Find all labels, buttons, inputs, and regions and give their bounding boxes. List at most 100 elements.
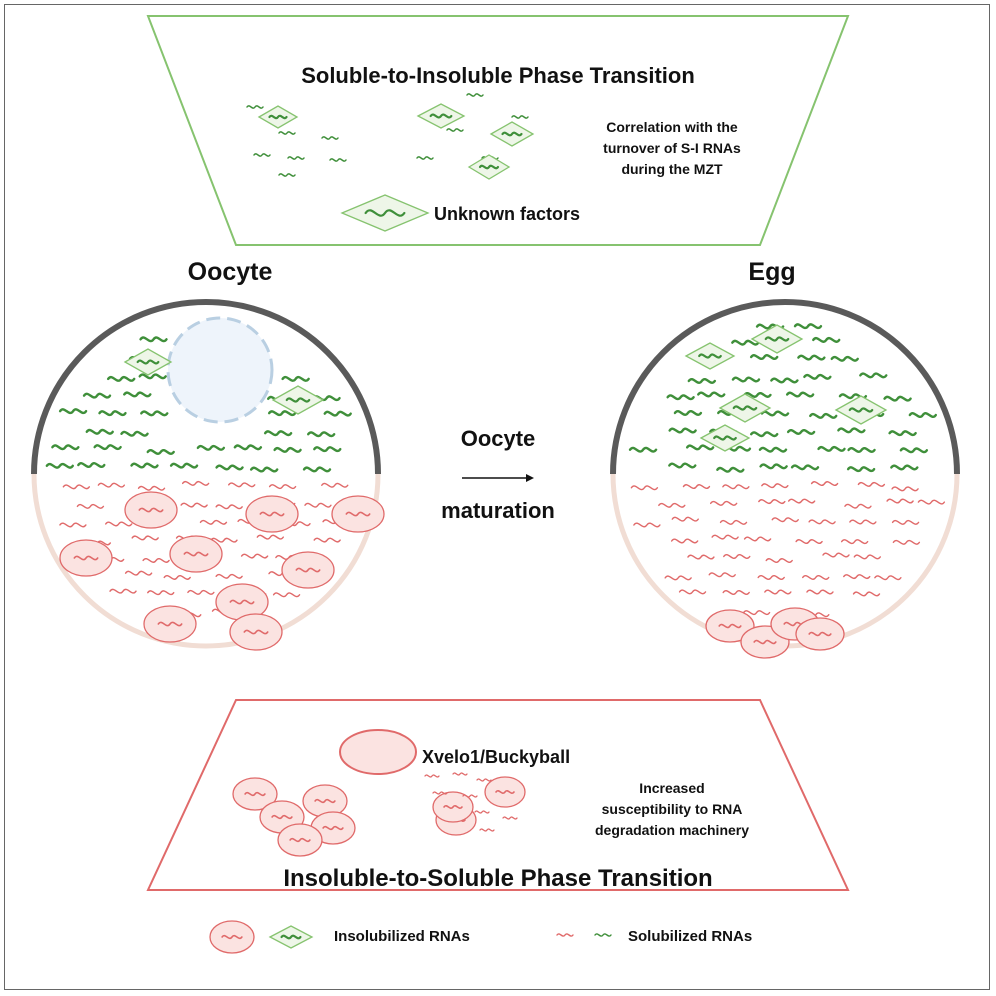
xvelo1-condensate (331, 495, 385, 533)
insoluble-granule-diamond (718, 393, 772, 423)
rna-strand (742, 610, 771, 616)
oocyte-cell (31, 299, 385, 651)
insoluble-granule-diamond (271, 385, 325, 415)
rna-strand (364, 209, 406, 217)
rna-strand (307, 431, 336, 438)
rna-strand (263, 430, 293, 437)
rna-strand (711, 534, 739, 540)
rna-strand (268, 114, 288, 120)
rna-strand (313, 537, 341, 543)
rna-strand (732, 405, 758, 411)
rna-strand (157, 621, 183, 627)
rna-strand (416, 156, 434, 160)
maturation-arrow-head (526, 474, 534, 482)
rna-strand (853, 554, 882, 560)
note-line: degradation machinery (594, 822, 750, 838)
rna-strand (840, 539, 869, 545)
rna-strand (859, 372, 888, 379)
xvelo1-condensate (245, 495, 299, 533)
top-panel-title: Soluble-to-Insoluble Phase Transition (301, 63, 695, 88)
rna-strand (62, 484, 91, 490)
rna-strand (760, 410, 790, 417)
insoluble-granule-diamond (123, 348, 173, 376)
rna-strand (886, 498, 914, 504)
xvelo-label: Xvelo1/Buckyball (422, 747, 571, 767)
rna-strand (210, 537, 238, 543)
rna-strand (45, 462, 75, 469)
rna-strand (313, 446, 342, 453)
membrane-animal-half (610, 299, 960, 475)
rna-strand (502, 816, 518, 820)
rna-strand (803, 373, 832, 380)
rna-strand (847, 447, 876, 453)
rna-strand (764, 336, 790, 342)
rna-strand (874, 575, 902, 581)
rna-strand (215, 464, 244, 471)
rna-strand (130, 462, 159, 469)
note-line: susceptibility to RNA (601, 801, 743, 817)
rna-strand (857, 481, 886, 487)
xvelo1-condensate (143, 605, 197, 643)
rna-strand (793, 323, 823, 330)
rna-strand (806, 589, 834, 595)
xvelo1-condensate (232, 777, 278, 811)
rna-strand (666, 394, 695, 401)
legend-green-strand (594, 933, 612, 937)
rna-strand (140, 410, 169, 417)
rna-strand (51, 444, 80, 451)
legend-group (209, 920, 612, 954)
xvelo1-condensate (169, 535, 223, 573)
rna-strand (321, 482, 349, 488)
rna-strand (668, 462, 697, 469)
rna-strand (136, 359, 160, 365)
rna-strand (671, 516, 699, 522)
insoluble-granule-diamond (684, 342, 736, 370)
insoluble-granule-diamond (467, 154, 511, 180)
rna-strand (281, 375, 310, 382)
rna-strand (808, 631, 832, 637)
rna-strand (758, 499, 786, 505)
rna-strand (786, 429, 816, 435)
unknown-factors-label: Unknown factors (434, 204, 581, 224)
rna-strand (716, 466, 745, 473)
rna-strand (797, 354, 826, 361)
top-panel-note: Correlation with the turnover of S-I RNA… (603, 117, 741, 180)
rna-strand (708, 572, 736, 578)
xvelo1-condensate (229, 613, 283, 651)
rna-strand (466, 93, 484, 97)
rna-strand (446, 128, 464, 132)
membrane-animal-half (31, 299, 381, 475)
rna-strand (697, 391, 726, 398)
rna-strand (199, 519, 228, 525)
rna-strand (259, 511, 285, 517)
rna-strand (633, 522, 661, 528)
rna-strand (180, 502, 208, 508)
rna-strand (682, 484, 711, 489)
insoluble-granule-diamond (699, 424, 751, 452)
rna-strand (759, 463, 788, 470)
rna-strand (765, 558, 793, 563)
rna-strand (809, 412, 838, 419)
rna-strand (443, 804, 463, 810)
rna-strand (243, 629, 269, 635)
rna-strand (479, 828, 495, 832)
insoluble-granule-diamond (834, 395, 888, 425)
rna-strand (273, 446, 302, 453)
rna-strand (147, 590, 175, 596)
rna-strand (687, 554, 715, 560)
rna-strand (109, 588, 137, 594)
rna-strand (908, 412, 938, 418)
rna-strand (899, 447, 929, 454)
nucleus (166, 316, 274, 424)
rna-strand (658, 502, 686, 508)
rna-strand (698, 353, 722, 359)
rna-strand (787, 498, 816, 504)
rna-strand (630, 485, 659, 491)
xvelo1-condensate (59, 539, 113, 577)
rna-strand (750, 431, 779, 438)
xvelo1-condensate (705, 609, 755, 643)
rna-strand (196, 444, 226, 451)
rna-strand (743, 536, 772, 542)
rna-strand (668, 427, 697, 434)
